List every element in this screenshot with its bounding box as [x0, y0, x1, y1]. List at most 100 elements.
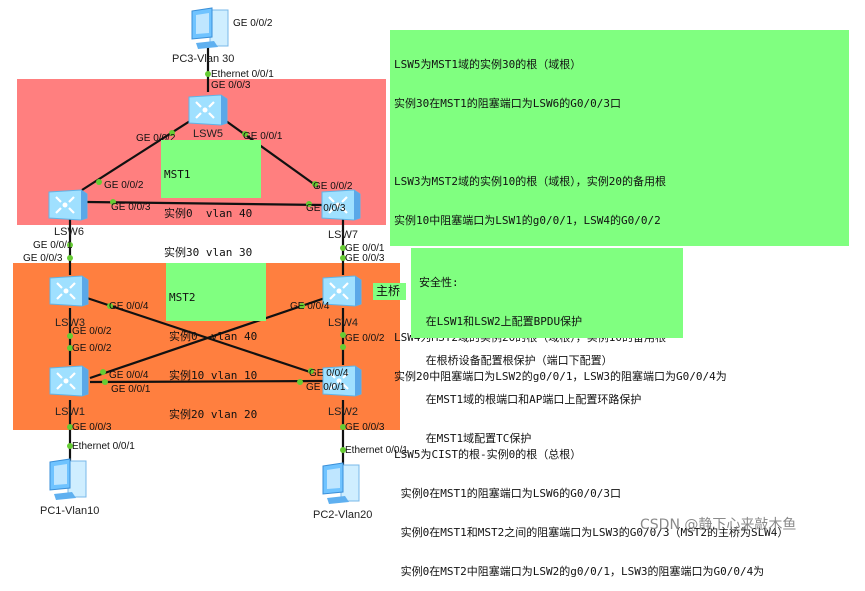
port-label: Ethernet 0/0/1: [345, 445, 408, 456]
lsw4-label: LSW4: [328, 317, 358, 329]
port-label: GE 0/0/4: [109, 370, 149, 381]
port-dot: [312, 181, 318, 187]
port-dot: [340, 424, 346, 430]
pc2-icon[interactable]: [319, 462, 365, 507]
pc1-icon[interactable]: [46, 458, 92, 503]
port-label: GE 0/0/4: [290, 301, 330, 312]
lsw4-switch-icon[interactable]: [321, 272, 363, 308]
link-lsw6-lsw7: [86, 200, 324, 207]
note-line: 实例0在MST2中阻塞端口为LSW2的g0/0/1，LSW3的阻塞端口为G0/0…: [394, 565, 765, 578]
port-dot: [205, 71, 211, 77]
port-label: GE 0/0/1: [306, 382, 346, 393]
port-dot: [340, 344, 346, 350]
port-dot: [110, 199, 116, 205]
port-label: GE 0/0/2: [313, 181, 353, 192]
port-label: GE 0/0/2: [72, 343, 112, 354]
note-line: 实例0 vlan 40: [164, 207, 253, 220]
stp-analysis-note: LSW5为MST1域的实例30的根（域根） 实例30在MST1的阻塞端口为LSW…: [390, 30, 849, 578]
pc2-label: PC2-Vlan20: [313, 509, 373, 521]
port-label: GE 0/0/1: [33, 240, 73, 251]
pc3-label: PC3-Vlan 30: [172, 53, 235, 65]
security-note: 安全性: 在LSW1和LSW2上配置BPDU保护 在根桥设备配置根保护（端口下配…: [411, 248, 683, 445]
lsw2-label: LSW2: [328, 406, 358, 418]
port-label: GE 0/0/1: [111, 384, 151, 395]
lsw3-switch-icon[interactable]: [48, 272, 90, 308]
note-line: 实例20中阻塞端口为LSW2的g0/0/1，LSW3的阻塞端口为G0/0/4为: [394, 370, 727, 383]
link-lsw5-lsw7: [225, 120, 319, 188]
lsw7-switch-icon[interactable]: [320, 186, 362, 222]
port-dot: [340, 447, 346, 453]
port-dot: [340, 255, 346, 261]
link-lsw4-lsw1: [89, 296, 326, 380]
note-line: 实例30在MST1的阻塞端口为LSW6的G0/0/3口: [394, 97, 621, 110]
port-label: Ethernet 0/0/1: [211, 69, 274, 80]
note-line: 实例0 vlan 40: [169, 330, 258, 343]
port-label: GE 0/0/3: [111, 202, 151, 213]
port-dot: [242, 131, 248, 137]
port-dot: [67, 443, 73, 449]
port-dot: [340, 332, 346, 338]
port-dot: [67, 333, 73, 339]
port-label: GE 0/0/4: [109, 301, 149, 312]
mst1-instance-note: MST1 实例0 vlan 40 实例30 vlan 30: [161, 140, 261, 259]
port-label: GE 0/0/2: [233, 18, 273, 29]
mst2-instance-note: MST2 实例0 vlan 40 实例10 vlan 10 实例20 vlan …: [166, 263, 266, 421]
lsw5-switch-icon[interactable]: [187, 91, 229, 127]
port-dot: [340, 245, 346, 251]
note-line: 实例30 vlan 30: [164, 246, 253, 259]
port-label: GE 0/0/3: [345, 253, 385, 264]
lsw7-label: LSW7: [328, 229, 358, 241]
root-bridge-note: 主桥: [373, 283, 406, 300]
port-dot: [67, 424, 73, 430]
lsw5-label: LSW5: [193, 128, 223, 140]
watermark: CSDN @静下心来敲木鱼: [640, 517, 797, 533]
note-line: [394, 136, 845, 149]
port-label: GE 0/0/3: [72, 422, 112, 433]
pc3-icon[interactable]: [188, 7, 234, 52]
pc1-label: PC1-Vlan10: [40, 505, 100, 517]
port-dot: [169, 130, 175, 136]
port-dot: [96, 179, 102, 185]
port-label: GE 0/0/2: [136, 133, 176, 144]
port-label: GE 0/0/1: [243, 131, 283, 142]
port-label: GE 0/0/2: [345, 333, 385, 344]
note-line: 实例10中阻塞端口为LSW1的g0/0/1，LSW4的G0/0/2: [394, 214, 661, 227]
port-dot: [306, 201, 312, 207]
port-label: GE 0/0/3: [211, 80, 251, 91]
port-label: GE 0/0/1: [345, 243, 385, 254]
lsw1-switch-icon[interactable]: [48, 362, 90, 398]
topology-links: [67, 45, 346, 466]
port-dot: [100, 369, 106, 375]
port-label: GE 0/0/4: [309, 368, 349, 379]
note-line: MST1: [164, 168, 191, 181]
note-line: LSW3为MST2域的实例10的根（域根），实例20的备用根: [394, 175, 666, 188]
lsw2-switch-icon[interactable]: [321, 362, 363, 398]
port-dot: [308, 368, 314, 374]
lsw6-switch-icon[interactable]: [47, 186, 89, 222]
note-line: LSW5为MST1域的实例30的根（域根）: [394, 58, 582, 71]
note-line: MST2: [169, 291, 196, 304]
note-line: 安全性:: [419, 276, 459, 289]
lsw1-label: LSW1: [55, 406, 85, 418]
port-dot: [107, 303, 113, 309]
note-line: 实例0在MST1和MST2之间的阻塞端口为LSW3的G0/0/3（MST2的主桥…: [394, 526, 789, 539]
lsw6-label: LSW6: [54, 226, 84, 238]
note-line: 在MST1域配置TC保护: [419, 432, 532, 445]
port-label: GE 0/0/3: [23, 253, 63, 264]
port-label: GE 0/0/2: [72, 326, 112, 337]
port-dot: [67, 242, 73, 248]
note-line: 在MST1域的根端口和AP端口上配置环路保护: [419, 393, 642, 406]
port-dot: [67, 255, 73, 261]
link-lsw3-lsw2: [86, 296, 314, 375]
port-dot: [102, 379, 108, 385]
note-line: 实例0在MST1的阻塞端口为LSW6的G0/0/3口: [394, 487, 621, 500]
note-line: 实例10 vlan 10: [169, 369, 258, 382]
port-label: Ethernet 0/0/1: [72, 441, 135, 452]
port-label: GE 0/0/2: [104, 180, 144, 191]
link-lsw1-lsw2: [89, 379, 326, 384]
note-line: LSW5为CIST的根-实例0的根（总根）: [394, 448, 582, 461]
note-line: 在根桥设备配置根保护（端口下配置）: [419, 354, 613, 367]
port-label: GE 0/0/3: [345, 422, 385, 433]
lsw3-label: LSW3: [55, 317, 85, 329]
note-line: 实例20 vlan 20: [169, 408, 258, 421]
